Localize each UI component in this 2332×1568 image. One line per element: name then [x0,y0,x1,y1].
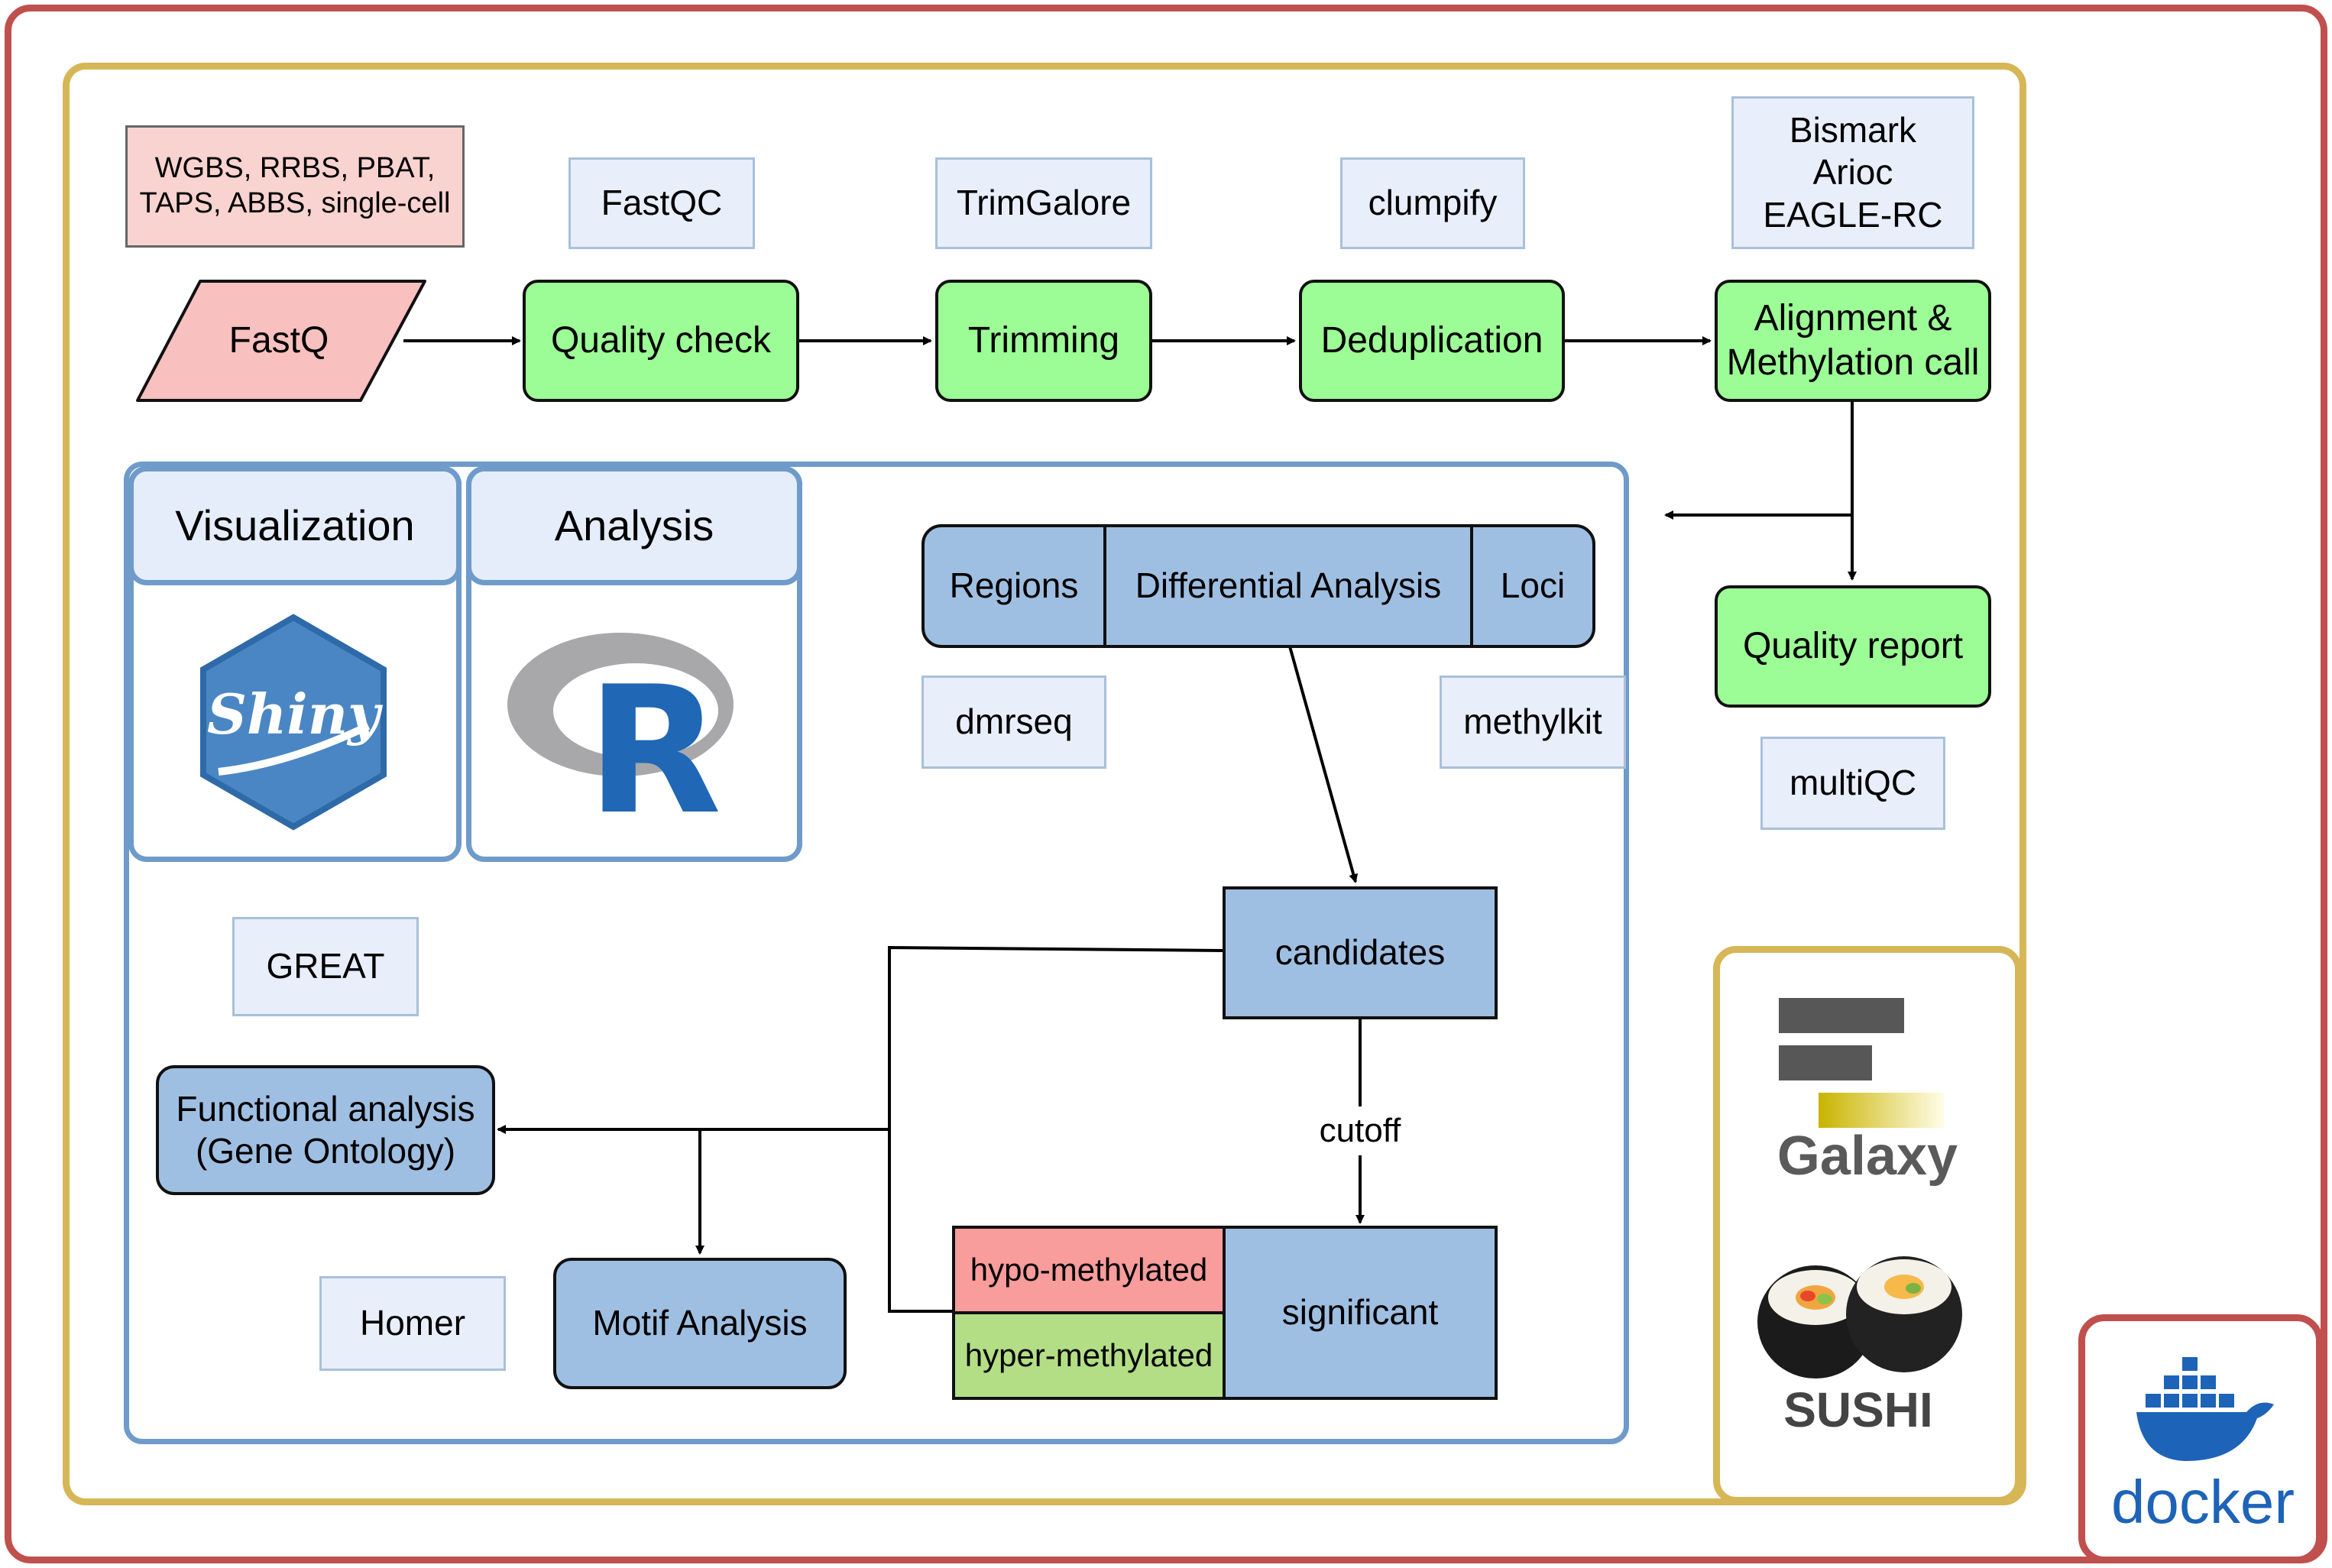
galaxy-bar-1 [1779,998,1904,1033]
cutoff-label: cutoff [1299,1106,1421,1155]
alignment-step: Alignment & Methylation call [1715,280,1991,402]
significant-box: significant [1223,1226,1498,1400]
dmrseq-tool: dmrseq [921,675,1106,769]
hypo-methylated-box: hypo-methylated [952,1226,1226,1314]
visualization-tab: Visualization [128,466,462,585]
aligners-tool: Bismark Arioc EAGLE-RC [1731,96,1974,249]
fastq-shape [136,280,426,402]
quality-report-step: Quality report [1715,585,1991,708]
loci-box: Loci [1470,524,1595,648]
sushi-logo [1757,1256,1962,1378]
trimgalore-tool: TrimGalore [935,157,1152,249]
docker-logo-text: docker [2110,1468,2295,1536]
workflow-frame [63,63,2026,1505]
sushi-logo-text: SUSHI [1783,1382,1933,1437]
protocols-box: WGBS, RRBS, PBAT, TAPS, ABBS, single-cel… [125,125,465,248]
deduplication-step: Deduplication [1299,280,1565,402]
clumpify-tool: clumpify [1340,157,1525,249]
galaxy-bar-2 [1779,1045,1872,1080]
trimming-step: Trimming [935,280,1152,402]
multiqc-tool: multiQC [1760,737,1945,830]
r-logo: R [507,633,734,816]
fastqc-tool: FastQC [568,157,755,249]
outer-frame [5,5,2327,1563]
galaxy-logo-text: Galaxy [1777,1126,1958,1187]
shiny-logo-text: Shiny [207,682,383,747]
shiny-logo: Shiny [200,614,387,831]
quality-check-step: Quality check [523,280,799,402]
methylkit-tool: methylkit [1440,675,1626,769]
hyper-methylated-box: hyper-methylated [952,1311,1226,1400]
docker-logo [2136,1357,2274,1461]
platform-frame [1713,946,2022,1504]
r-logo-text: R [586,650,721,816]
galaxy-logo: Galaxy [1776,996,1959,1195]
differential-analysis-box: Differential Analysis [1103,524,1473,648]
analysis-tab: Analysis [466,466,802,585]
motif-analysis-box: Motif Analysis [553,1258,847,1389]
homer-tool: Homer [319,1276,506,1371]
great-tool: GREAT [232,917,419,1016]
fastq-label: FastQ [228,320,329,361]
functional-analysis-box: Functional analysis (Gene Ontology) [156,1065,495,1195]
candidates-box: candidates [1223,886,1498,1019]
galaxy-bar-3 [1819,1093,1944,1128]
regions-box: Regions [921,524,1106,648]
